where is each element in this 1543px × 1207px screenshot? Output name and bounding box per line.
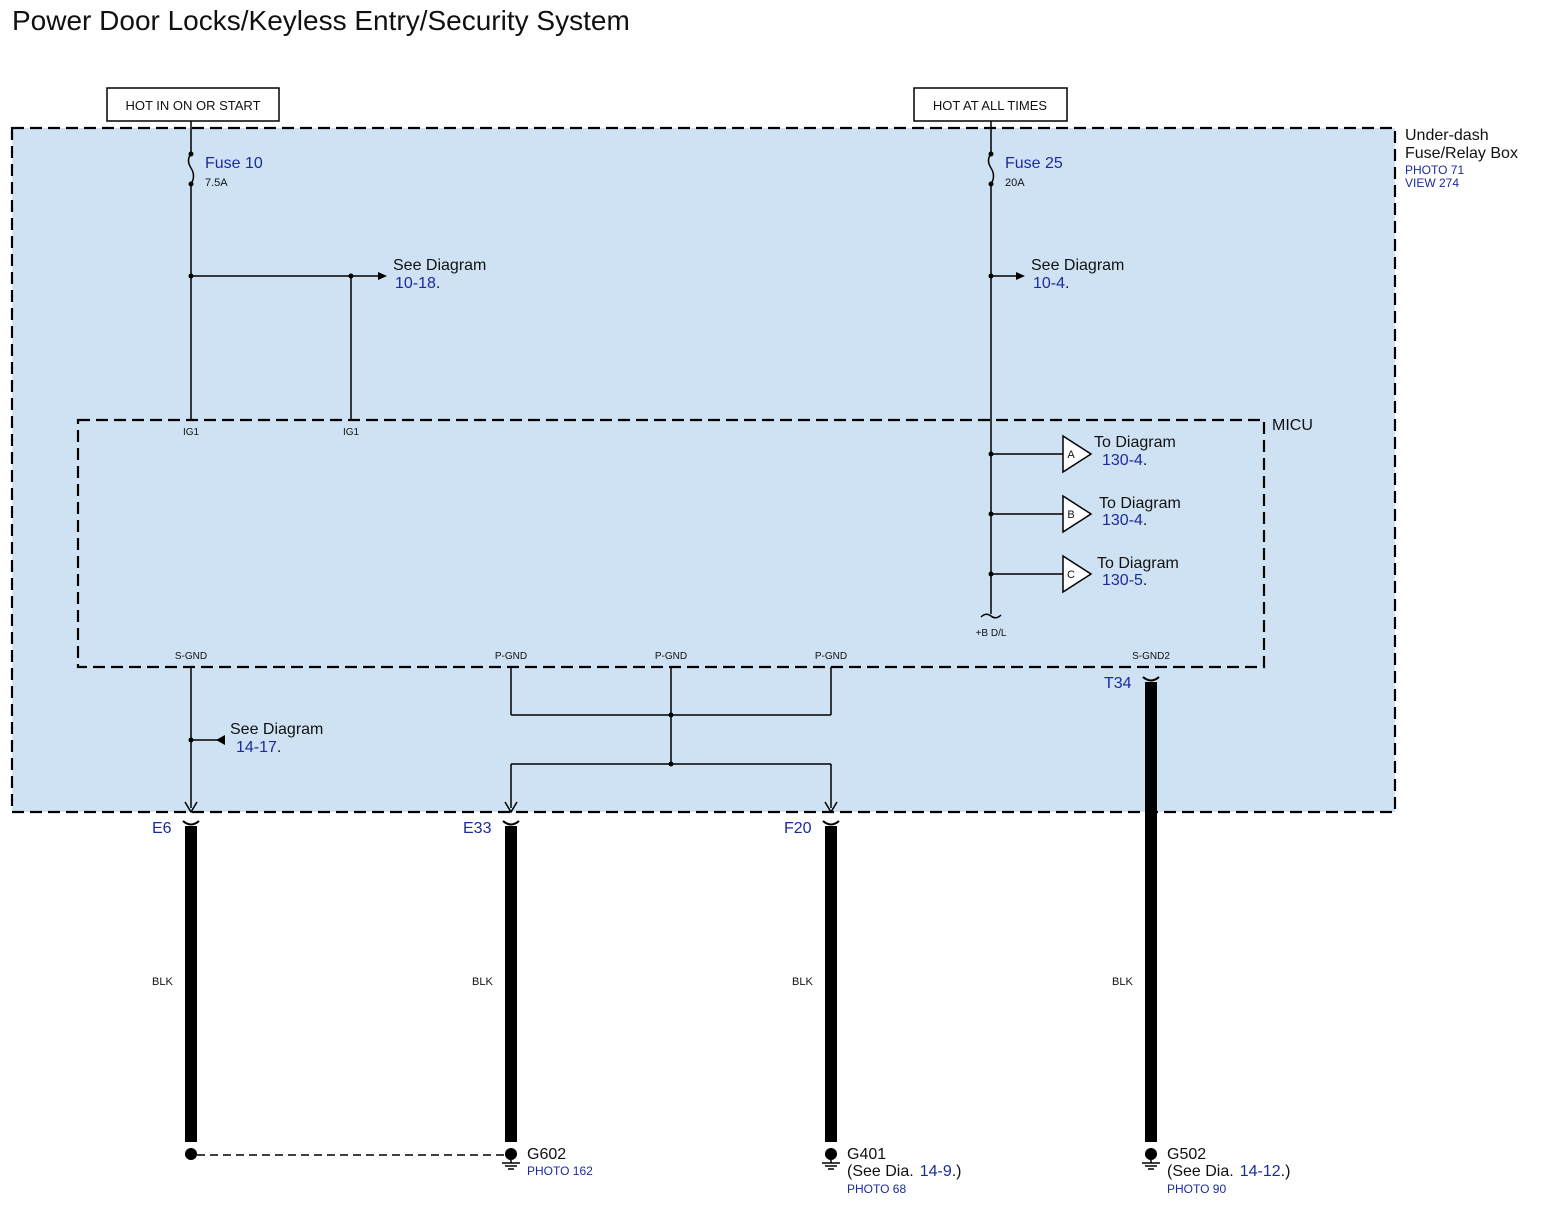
see-diagram-14-17-link[interactable]: 14-17. (236, 739, 281, 756)
ground-g602-name: G602 (527, 1146, 566, 1163)
to-diagram-label: To Diagram (1094, 434, 1176, 451)
ground-g401-see-dia: (See Dia.14-9.) (847, 1163, 962, 1180)
micu-label: MICU (1272, 417, 1313, 434)
fuse-25-rating: 20A (1005, 177, 1025, 189)
connector-letter: C (1067, 569, 1075, 581)
ground-g401-symbol (822, 1148, 840, 1170)
connector-letter: B (1067, 509, 1074, 521)
fuse-25-name: Fuse 25 (1005, 155, 1063, 172)
arrow-down-icon (504, 801, 518, 814)
connector-t34: T34 (1104, 675, 1132, 692)
arrow-right-icon (1016, 272, 1025, 280)
page-title: Power Door Locks/Keyless Entry/Security … (12, 5, 630, 36)
arrow-left-icon (216, 735, 225, 745)
arrow-right-icon (378, 272, 387, 280)
fuse-box-view-link[interactable]: VIEW 274 (1405, 176, 1459, 190)
wire-color-label: BLK (1112, 976, 1133, 988)
wire-color-label: BLK (472, 976, 493, 988)
ground-g502-name: G502 (1167, 1146, 1206, 1163)
arrow-down-icon (184, 801, 198, 814)
fuse-relay-box-outline (10, 126, 1397, 814)
hot-at-all-times-label: HOT AT ALL TIMES (933, 98, 1047, 113)
output-b: B To Diagram 130-4. (988, 494, 1181, 534)
see-diagram-label: See Diagram (1031, 257, 1124, 274)
see-diagram-label: See Diagram (230, 721, 323, 738)
ground-g502-see-dia: (See Dia.14-12.) (1167, 1163, 1290, 1180)
connector-cup-icon (822, 820, 840, 826)
to-diagram-label: To Diagram (1097, 555, 1179, 572)
wire-color-label: BLK (152, 976, 173, 988)
ground-g602-photo-link[interactable]: PHOTO 162 (527, 1164, 593, 1178)
see-dia-14-12-link[interactable]: 14-12 (1240, 1163, 1281, 1180)
ground-g401-photo-link[interactable]: PHOTO 68 (847, 1182, 906, 1196)
pin-s-gnd2: S-GND2 (1132, 651, 1170, 662)
ground-g502-photo-link[interactable]: PHOTO 90 (1167, 1182, 1226, 1196)
pin-ig1: IG1 (183, 427, 200, 438)
connector-a-triangle-icon (1062, 434, 1093, 474)
pin-p-gnd: P-GND (655, 651, 687, 662)
connector-cup-icon (1142, 676, 1160, 682)
connector-e33: E33 (463, 820, 492, 837)
pin-p-gnd: P-GND (495, 651, 527, 662)
output-a: A To Diagram 130-4. (988, 434, 1176, 474)
to-diagram-130-5-link[interactable]: 130-5. (1102, 572, 1147, 589)
ground-g401-name: G401 (847, 1146, 886, 1163)
pin-bdl: +B D/L (976, 628, 1007, 639)
wire-color-label: BLK (792, 976, 813, 988)
to-diagram-130-4-link[interactable]: 130-4. (1102, 452, 1147, 469)
connector-cup-icon (502, 820, 520, 826)
pin-ig1: IG1 (343, 427, 360, 438)
connector-c-triangle-icon (1062, 554, 1093, 594)
fuse-box-name-line1: Under-dash (1405, 127, 1489, 144)
to-diagram-130-4-link[interactable]: 130-4. (1102, 512, 1147, 529)
hot-in-on-or-start-box (106, 87, 280, 122)
see-diagram-label: See Diagram (393, 257, 486, 274)
fuse-box-photo-link[interactable]: PHOTO 71 (1405, 163, 1464, 177)
fuse-10-rating: 7.5A (205, 177, 228, 189)
ground-g602-symbol (502, 1148, 520, 1170)
hot-at-all-times-box (913, 87, 1068, 122)
pin-s-gnd: S-GND (175, 651, 207, 662)
connector-cup-icon (182, 820, 200, 826)
ground-g502-symbol (1142, 1148, 1160, 1170)
connector-letter: A (1067, 449, 1075, 461)
connector-b-triangle-icon (1062, 494, 1093, 534)
hot-in-on-or-start-label: HOT IN ON OR START (125, 98, 260, 113)
connector-e6: E6 (152, 820, 172, 837)
fuse-box-name-line2: Fuse/Relay Box (1405, 145, 1518, 162)
arrow-down-icon (824, 801, 838, 814)
break-symbol (980, 613, 1002, 619)
pin-p-gnd: P-GND (815, 651, 847, 662)
see-diagram-10-4-link[interactable]: 10-4. (1033, 275, 1069, 292)
connector-f20: F20 (784, 820, 812, 837)
see-dia-14-9-link[interactable]: 14-9 (920, 1163, 952, 1180)
to-diagram-label: To Diagram (1099, 495, 1181, 512)
see-diagram-10-18-link[interactable]: 10-18. (395, 275, 440, 292)
fuse-10-name: Fuse 10 (205, 155, 263, 172)
output-c: C To Diagram 130-5. (988, 554, 1179, 594)
